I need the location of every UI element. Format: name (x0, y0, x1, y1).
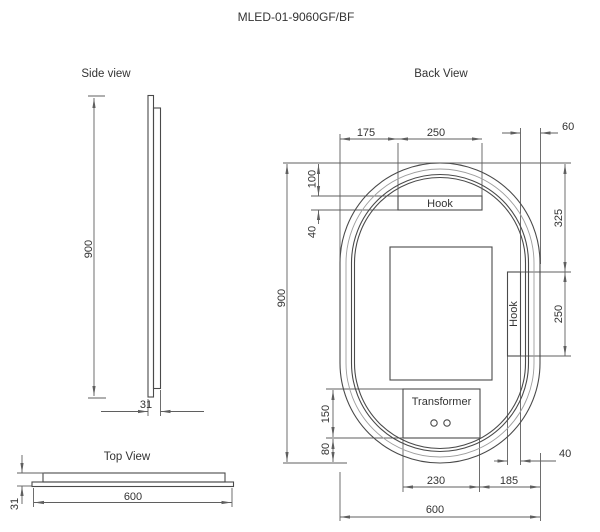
back-view-extension-lines (283, 128, 571, 521)
hook-side-label: Hook (508, 301, 520, 327)
hook-offset-top-dimension: 100 (307, 170, 319, 188)
led-strip-inner (353, 176, 527, 450)
transformer-label: Transformer (412, 396, 472, 408)
hook-height-dimension: 40 (307, 226, 319, 238)
top-view-dimension-lines (17, 455, 233, 507)
hook-side-width-dimension: 40 (559, 448, 571, 460)
back-view-dimension-lines (285, 131, 567, 519)
mirror-glass-top (31, 481, 235, 488)
mirror-backpanel-top (42, 472, 226, 483)
hook-offset-left-dimension: 175 (357, 127, 375, 139)
transformer-box (402, 388, 481, 439)
side-view: Side view 900 31 (81, 68, 204, 416)
mirror-outer-edge (339, 162, 541, 464)
mirror-back-outline (339, 162, 541, 464)
transformer-width-dimension: 230 (427, 475, 445, 487)
mirror-glass-side (147, 94, 155, 398)
mirror-backpanel-side (152, 107, 162, 390)
hook-side-box (506, 271, 522, 357)
led-strip-outer (350, 173, 530, 453)
mirror-height-dimension: 900 (276, 289, 288, 307)
side-view-label: Side view (81, 68, 131, 80)
back-view: Back View (276, 68, 574, 521)
top-view: Top View 600 31 (9, 451, 235, 510)
side-view-dimension-lines (88, 95, 204, 416)
top-view-profile (31, 472, 235, 488)
side-thickness-dimension: 31 (140, 399, 152, 411)
back-view-label: Back View (414, 68, 468, 80)
bottom-gap-dimension: 80 (320, 443, 332, 455)
hook-side-offset-top-dimension: 325 (553, 209, 565, 227)
transformer-height-dimension: 150 (320, 405, 332, 423)
transformer-edge-gap-dimension: 185 (500, 475, 518, 487)
transformer-screw-hole-right (443, 419, 451, 427)
transformer-screw-hole-left (430, 419, 438, 427)
edge-gap-right-dimension: 60 (562, 121, 574, 133)
hook-top-label: Hook (427, 198, 453, 210)
mirror-frame-line (345, 168, 535, 458)
top-thickness-dimension: 31 (9, 498, 21, 510)
hook-width-dimension: 250 (427, 127, 445, 139)
mirror-width-dimension: 600 (426, 504, 444, 516)
side-height-dimension: 900 (83, 240, 95, 258)
top-view-label: Top View (104, 451, 151, 463)
drawing-title: MLED-01-9060GF/BF (238, 10, 355, 24)
backbox-cavity (389, 246, 493, 381)
top-width-dimension: 600 (124, 491, 142, 503)
hook-side-length-dimension: 250 (553, 305, 565, 323)
side-view-profile (147, 94, 162, 398)
hook-top-box (397, 195, 483, 211)
